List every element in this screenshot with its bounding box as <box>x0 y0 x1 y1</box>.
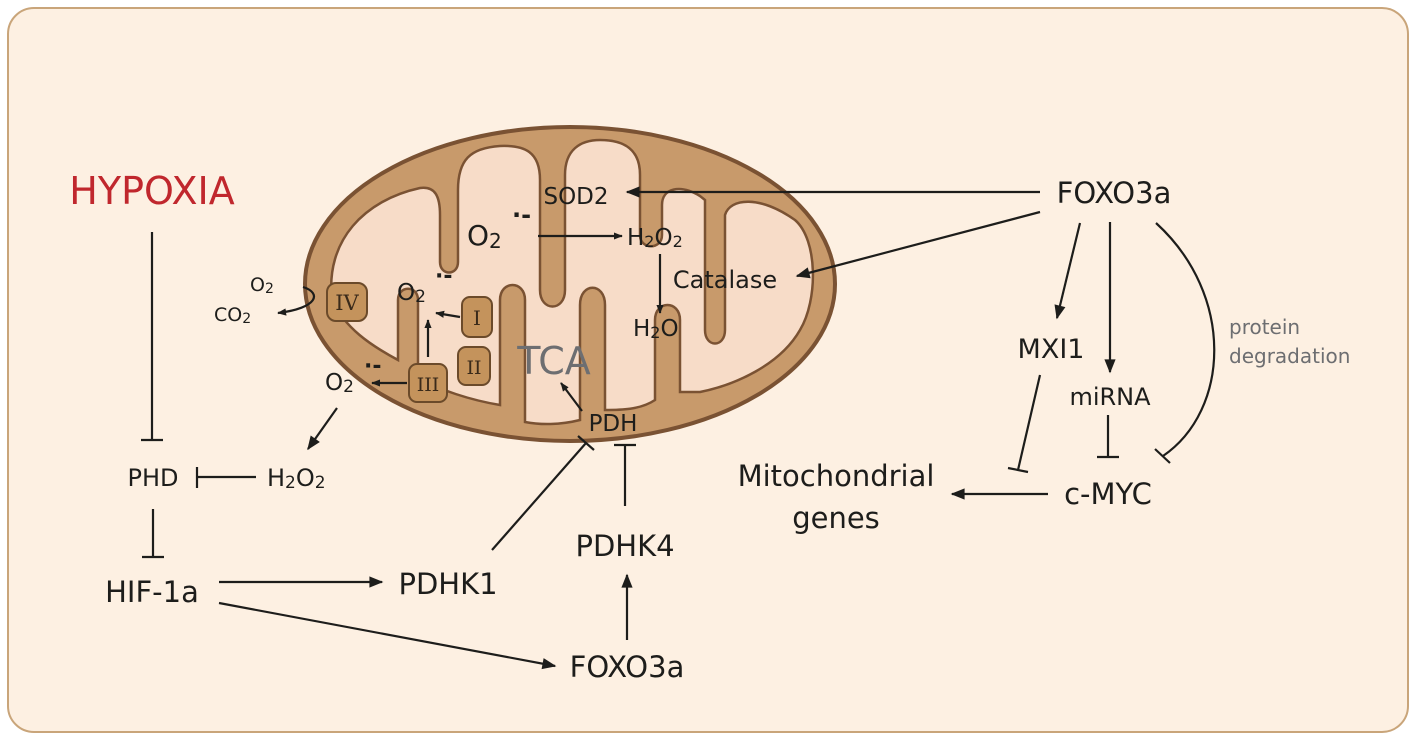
mitochondrial-genes-label-2: genes <box>792 501 880 535</box>
superoxide-label-complex-i: O2 <box>397 280 426 307</box>
h2o2-label-matrix: H2O2 <box>627 225 683 251</box>
complex-IV: IV <box>326 282 368 322</box>
inhibit-foxo3a-cmyc-degradation <box>1155 222 1216 457</box>
arrow-pdh-tca <box>560 382 583 412</box>
sod2-label: SOD2 <box>543 184 608 210</box>
mitochondrion <box>303 125 837 443</box>
mirna-label: miRNA <box>1069 383 1151 411</box>
arrow-superoxide-h2o2 <box>307 407 338 451</box>
co2-label: CO2 <box>214 304 251 327</box>
mitochondrion-inner-membrane <box>329 138 815 426</box>
pdh-label: PDH <box>589 411 638 437</box>
mxi1-label: MXI1 <box>1018 334 1085 365</box>
arrow-hif1a-foxo3a <box>218 601 557 670</box>
o2-label-complex-iv: O2 <box>250 274 274 297</box>
h2o-label: H2O <box>633 316 679 342</box>
arrow-o2-co2 <box>277 285 315 316</box>
hif1a-label: HIF-1a <box>105 575 199 609</box>
superoxide-radical-complex-iii: ·- <box>364 354 382 379</box>
svg-text:II: II <box>466 357 481 379</box>
complex-I: I <box>461 296 493 338</box>
inhibit-mxi1-genes-bar <box>1007 466 1029 474</box>
svg-text:III: III <box>417 374 440 396</box>
inhibit-foxo3a-cmyc-degradation-bar <box>1154 448 1171 464</box>
mitochondrial-genes-label-1: Mitochondrial <box>738 459 935 493</box>
superoxide-radical-complex-i: ·- <box>435 264 453 289</box>
inhibit-pdhk1-pdh <box>491 442 587 551</box>
cmyc-label: c-MYC <box>1064 477 1152 511</box>
foxo3a-top-label: FOXO3a <box>1057 176 1172 210</box>
complex-III: III <box>408 363 448 403</box>
arrow-foxo3a-catalase <box>795 210 1041 279</box>
tca-label: TCA <box>516 339 591 383</box>
svg-text:IV: IV <box>335 291 359 315</box>
inhibit-pdhk1-pdh-bar <box>577 435 595 451</box>
catalase-label: Catalase <box>673 266 777 294</box>
arrow-foxo3a-mxi1 <box>1054 222 1082 320</box>
h2o2-label-phd: H2O2 <box>267 464 326 493</box>
arrow-complex-i-superoxide <box>435 310 461 319</box>
foxo3a-bottom-label: FOXO3a <box>570 650 685 684</box>
superoxide-label-sod2: O2 <box>467 219 502 253</box>
complex-II: II <box>457 346 491 386</box>
superoxide-radical-sod2: ·- <box>512 201 531 229</box>
phd-label: PHD <box>128 464 179 492</box>
hypoxia-label: HYPOXIA <box>69 169 234 213</box>
inhibit-mxi1-genes <box>1016 374 1042 471</box>
degradation-label: degradation <box>1229 344 1350 368</box>
superoxide-label-complex-iii: O2 <box>325 370 354 397</box>
connectors <box>141 186 1216 670</box>
protein-label: protein <box>1229 315 1300 339</box>
pdhk4-label: PDHK4 <box>575 529 674 563</box>
svg-text:I: I <box>473 306 481 330</box>
pdhk1-label: PDHK1 <box>398 567 497 601</box>
